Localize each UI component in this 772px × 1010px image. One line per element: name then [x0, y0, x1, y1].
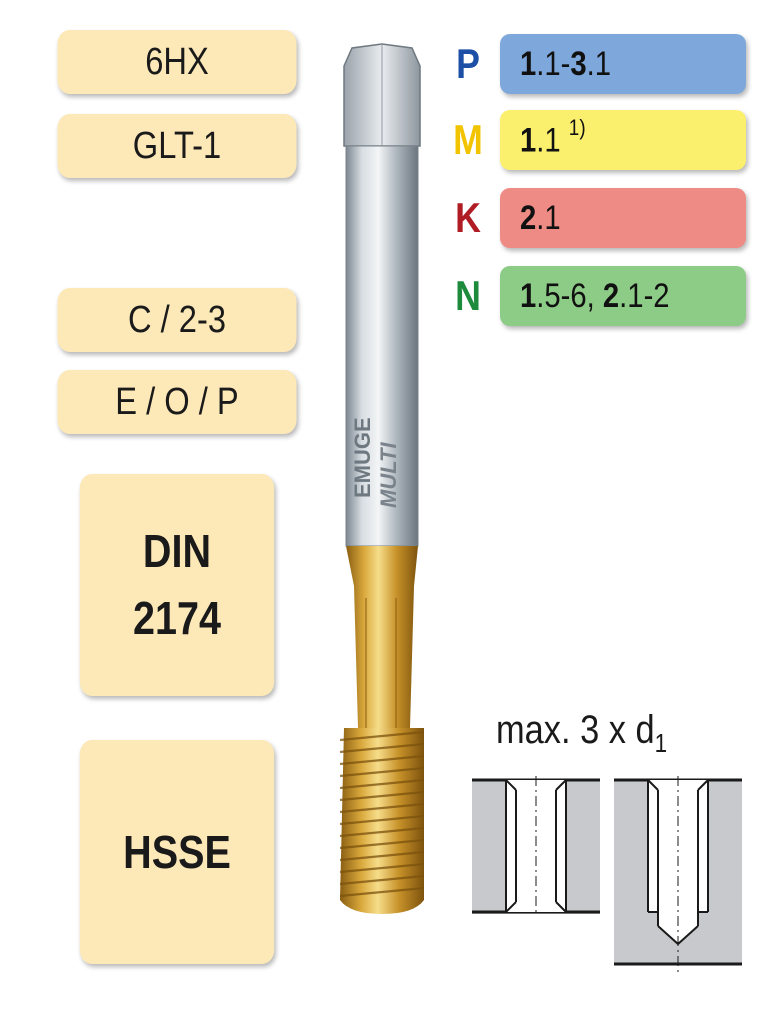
material-box-m: 1.1 1) [500, 110, 746, 170]
tap-tool-illustration: EMUGE MULTI [339, 43, 425, 914]
coating-tag: GLT-1 [57, 114, 297, 178]
material-p-rest1: .1- [536, 44, 571, 83]
material-p-rest2: .1 [586, 44, 612, 83]
material-box-k: 2.1 [500, 188, 746, 248]
material-m-rest1: .1 [536, 121, 569, 160]
tool-series-etching: MULTI [376, 442, 401, 508]
tool-material-label: HSSE [123, 825, 231, 878]
material-k-bold1: 2 [520, 198, 537, 237]
standard-line2: 2174 [132, 592, 222, 644]
material-letter-k: K [455, 194, 481, 241]
material-k-rest1: .1 [536, 198, 561, 237]
material-p-bold1: 1 [520, 44, 537, 83]
material-n-bold2: 2 [602, 276, 620, 315]
material-n-rest1: .5-6, [536, 276, 603, 315]
max-depth-label: max. 3 x d1 [496, 708, 726, 768]
flute-label: E / O / P [115, 380, 239, 423]
standard-tag: DIN 2174 [79, 474, 275, 696]
tool-brand-etching: EMUGE [350, 417, 375, 498]
max-depth-subscript: 1 [654, 728, 668, 758]
material-m-bold1: 1 [520, 121, 537, 160]
tool-material-tag: HSSE [79, 740, 275, 964]
material-m-footnote: 1) [568, 115, 586, 141]
coating-label: GLT-1 [132, 124, 222, 167]
material-letter-m: M [453, 116, 483, 163]
material-letter-n: N [455, 272, 481, 319]
chamfer-tag: C / 2-3 [57, 288, 297, 352]
blind-hole-diagram [614, 776, 742, 972]
material-letter-p: P [456, 40, 480, 87]
shank-type-label: 6HX [145, 40, 209, 83]
through-hole-diagram [472, 776, 600, 916]
material-box-p: 1.1-3.1 [500, 34, 746, 94]
shank-type-tag: 6HX [57, 30, 297, 94]
material-n-rest2: .1-2 [619, 276, 670, 315]
material-box-n: 1.5-6, 2.1-2 [500, 266, 746, 326]
standard-line1: DIN [142, 525, 212, 578]
chamfer-label: C / 2-3 [127, 298, 227, 341]
material-n-bold1: 1 [520, 276, 537, 315]
material-p-bold2: 3 [570, 44, 587, 83]
max-depth-prefix: max. 3 x d [496, 708, 655, 752]
flute-tag: E / O / P [57, 370, 297, 434]
